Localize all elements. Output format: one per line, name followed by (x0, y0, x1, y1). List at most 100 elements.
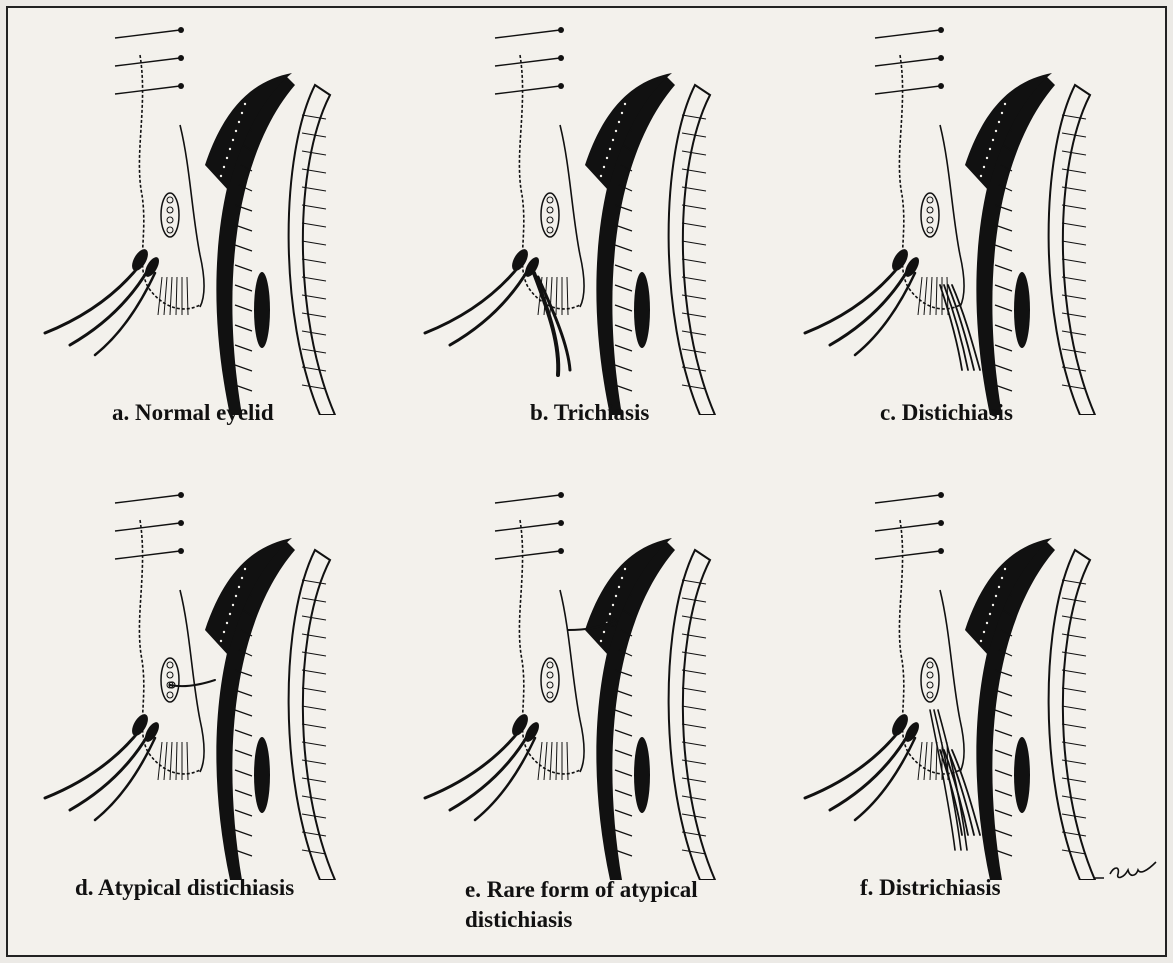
iris-hatch (1062, 385, 1086, 389)
sclera-hatch (995, 285, 1012, 291)
iris-hatch (1062, 634, 1086, 638)
caption-a: a. Normal eyelid (112, 400, 274, 426)
sclera-hatch (615, 810, 632, 816)
caption-d: d. Atypical distichiasis (75, 875, 294, 901)
gland-lobe (547, 217, 553, 223)
iris-hatch (302, 742, 326, 746)
fine-hair (556, 742, 557, 780)
suture-line (115, 495, 180, 503)
lid-stipple (998, 121, 1000, 123)
suture-line (875, 551, 940, 559)
suture-line (875, 58, 940, 66)
gland-lobe (547, 672, 553, 678)
iris-hatch (682, 331, 706, 335)
gland-lobe (167, 207, 173, 213)
fine-hair (176, 277, 177, 315)
lid-stipple (1004, 103, 1006, 105)
fine-hair (918, 277, 922, 315)
gland-lobe (167, 692, 173, 698)
suture-knot (938, 548, 944, 554)
suture-knot (558, 83, 564, 89)
meibomian-gland (921, 193, 939, 237)
lid-stipple (1001, 112, 1003, 114)
sclera-hatch (995, 710, 1012, 716)
sclera-hatch (995, 790, 1012, 796)
gland-lobe (927, 682, 933, 688)
iris-hatch (682, 151, 706, 155)
suture-knot (178, 520, 184, 526)
suture-line (495, 551, 560, 559)
iris-hatch (1062, 706, 1086, 710)
iris-hatch (302, 616, 326, 620)
pupil (254, 272, 270, 348)
figure-panel-e (410, 480, 790, 940)
sclera-hatch (615, 325, 632, 331)
lid-stipple (995, 130, 997, 132)
lid-stipple (989, 613, 991, 615)
sclera-hatch (995, 265, 1012, 271)
iris-hatch (1062, 205, 1086, 209)
meibomian-gland (921, 658, 939, 702)
sclera-hatch (235, 305, 252, 311)
iris-hatch (302, 850, 326, 854)
suture-line (875, 30, 940, 38)
iris-hatch (302, 259, 326, 263)
iris-hatch (302, 115, 326, 119)
eyelid-illustration (410, 480, 790, 880)
suture-knot (938, 520, 944, 526)
gland-lobe (167, 672, 173, 678)
tarsus-outline (180, 590, 204, 772)
pupil (1014, 737, 1030, 813)
lid-stipple (223, 631, 225, 633)
gland-lobe (927, 207, 933, 213)
gland-lobe (547, 682, 553, 688)
iris-hatch (682, 223, 706, 227)
lid-stipple (603, 166, 605, 168)
fine-hair (930, 742, 932, 780)
suture-knot (178, 55, 184, 61)
iris-hatch (302, 223, 326, 227)
lid-stipple (621, 112, 623, 114)
lid-stipple (597, 184, 599, 186)
iris-hatch (1062, 688, 1086, 692)
lid-stipple (612, 139, 614, 141)
suture-line (495, 495, 560, 503)
tarsus-outline (940, 125, 964, 307)
gland-lobe (547, 662, 553, 668)
eyelash (475, 738, 535, 820)
sclera-hatch (615, 830, 632, 836)
iris-hatch (682, 670, 706, 674)
lid-stipple (220, 640, 222, 642)
iris-hatch (682, 205, 706, 209)
lid-stipple (983, 631, 985, 633)
sclera-hatch (615, 245, 632, 251)
sclera-hatch (235, 810, 252, 816)
lid-stipple (615, 595, 617, 597)
pupil (634, 272, 650, 348)
fine-hair (176, 742, 177, 780)
eyelid-illustration (410, 15, 790, 415)
lid-stipple (226, 622, 228, 624)
suture-line (875, 523, 940, 531)
gland-lobe (547, 197, 553, 203)
eyelid-drawing (805, 27, 1095, 415)
lid-stipple (600, 175, 602, 177)
sclera-hatch (995, 770, 1012, 776)
fine-hair (924, 742, 927, 780)
sclera-hatch (235, 285, 252, 291)
lid-stipple (600, 640, 602, 642)
sclera-hatch (995, 810, 1012, 816)
iris-hatch (682, 688, 706, 692)
iris-hatch (302, 313, 326, 317)
lid-stipple (235, 595, 237, 597)
suture-knot (178, 548, 184, 554)
sclera-hatch (235, 345, 252, 351)
sclera-hatch (615, 770, 632, 776)
iris-hatch (1062, 151, 1086, 155)
lid-stipple (244, 103, 246, 105)
sclera-hatch (995, 750, 1012, 756)
sclera-hatch (235, 790, 252, 796)
suture-knot (558, 520, 564, 526)
iris-hatch (1062, 259, 1086, 263)
sclera-hatch (995, 325, 1012, 331)
